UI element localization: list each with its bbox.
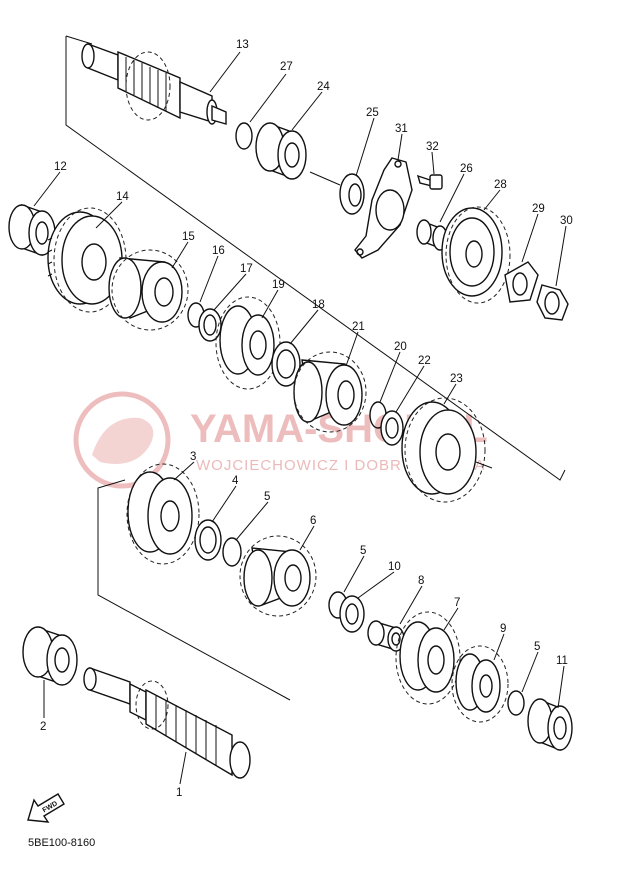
upper-assembly-outline: [65, 36, 566, 481]
part-1-drive-axle: [83, 667, 251, 779]
part-23-axis: [475, 461, 493, 469]
part-7-gear: [395, 611, 461, 705]
part-28-sprocket: [441, 206, 511, 304]
label-part-20: 20: [394, 341, 407, 353]
part-6-gear: [239, 535, 317, 617]
part-22-washer: [380, 410, 404, 446]
part-23-gear: [401, 397, 486, 503]
part-8-needle-bearing: [367, 620, 405, 652]
part-9-gear: [451, 645, 509, 723]
diagram-code: 5BE100-8160: [28, 837, 95, 849]
label-part-24: 24: [317, 81, 330, 93]
label-part-5c: 5: [534, 641, 540, 653]
watermark-logo-ring: [73, 391, 171, 489]
label-part-3: 3: [190, 451, 196, 463]
part-4-washer: [194, 519, 222, 561]
part-18-washer: [271, 341, 301, 387]
upper-outline-top: [65, 35, 93, 45]
label-part-23: 23: [450, 373, 463, 385]
part-19-gear: [215, 296, 281, 390]
label-part-4: 4: [232, 475, 239, 487]
label-part-26: 26: [460, 163, 473, 175]
label-part-29: 29: [532, 203, 545, 215]
label-part-2: 2: [40, 721, 46, 733]
part-21-gear: [293, 351, 367, 433]
label-part-13: 13: [236, 39, 249, 51]
label-part-16: 16: [212, 245, 225, 257]
label-part-18: 18: [312, 299, 325, 311]
label-part-22: 22: [418, 355, 431, 367]
part-12-bearing: [8, 204, 56, 256]
label-part-21: 21: [352, 321, 365, 333]
label-part-28: 28: [494, 179, 507, 191]
part-11-bearing: [527, 698, 573, 752]
label-part-5a: 5: [264, 491, 270, 503]
part-27-circlip: [235, 122, 253, 150]
label-part-30: 30: [560, 215, 573, 227]
part-29-lock-washer: [504, 261, 539, 303]
shaft-axis-line: [309, 171, 341, 186]
label-part-25: 25: [366, 107, 379, 119]
label-part-5b: 5: [360, 545, 366, 557]
label-part-11: 11: [556, 655, 568, 667]
part-31-retainer-plate: [354, 157, 413, 259]
part-24-bearing: [255, 122, 307, 180]
part-5-circlip-c: [507, 690, 525, 716]
part-2-bearing: [22, 626, 78, 686]
label-part-6: 6: [310, 515, 316, 527]
label-part-1: 1: [176, 787, 182, 799]
lower-assembly-outline: [97, 479, 291, 701]
part-30-nut: [536, 284, 569, 321]
part-15-gear: [108, 249, 189, 331]
part-5-circlip-a: [222, 537, 242, 567]
part-25-oil-seal: [339, 173, 365, 215]
part-13-main-axle: [81, 42, 227, 125]
part-3-gear: [126, 463, 200, 565]
label-part-15: 15: [182, 231, 195, 243]
part-14-gear: [47, 207, 127, 313]
label-part-32: 32: [426, 141, 439, 153]
label-part-9: 9: [500, 623, 506, 635]
part-17-washer: [198, 308, 222, 342]
label-part-17: 17: [240, 263, 253, 275]
fwd-arrow-icon: FWD: [27, 793, 65, 823]
label-part-19: 19: [272, 279, 285, 291]
leader-lines: [33, 51, 567, 785]
part-32-bolt: [416, 174, 443, 190]
label-part-8: 8: [418, 575, 424, 587]
label-part-7: 7: [454, 597, 460, 609]
watermark-logo-mark: [92, 417, 154, 464]
label-part-27: 27: [280, 61, 293, 73]
label-part-31: 31: [395, 123, 408, 135]
label-part-10: 10: [388, 561, 401, 573]
part-labels: 13 27 24 25 31 32 26 28 29 30 12 14 15 1…: [40, 39, 573, 799]
part-10-washer: [339, 595, 365, 633]
label-part-14: 14: [116, 191, 129, 203]
label-part-12: 12: [54, 161, 67, 173]
